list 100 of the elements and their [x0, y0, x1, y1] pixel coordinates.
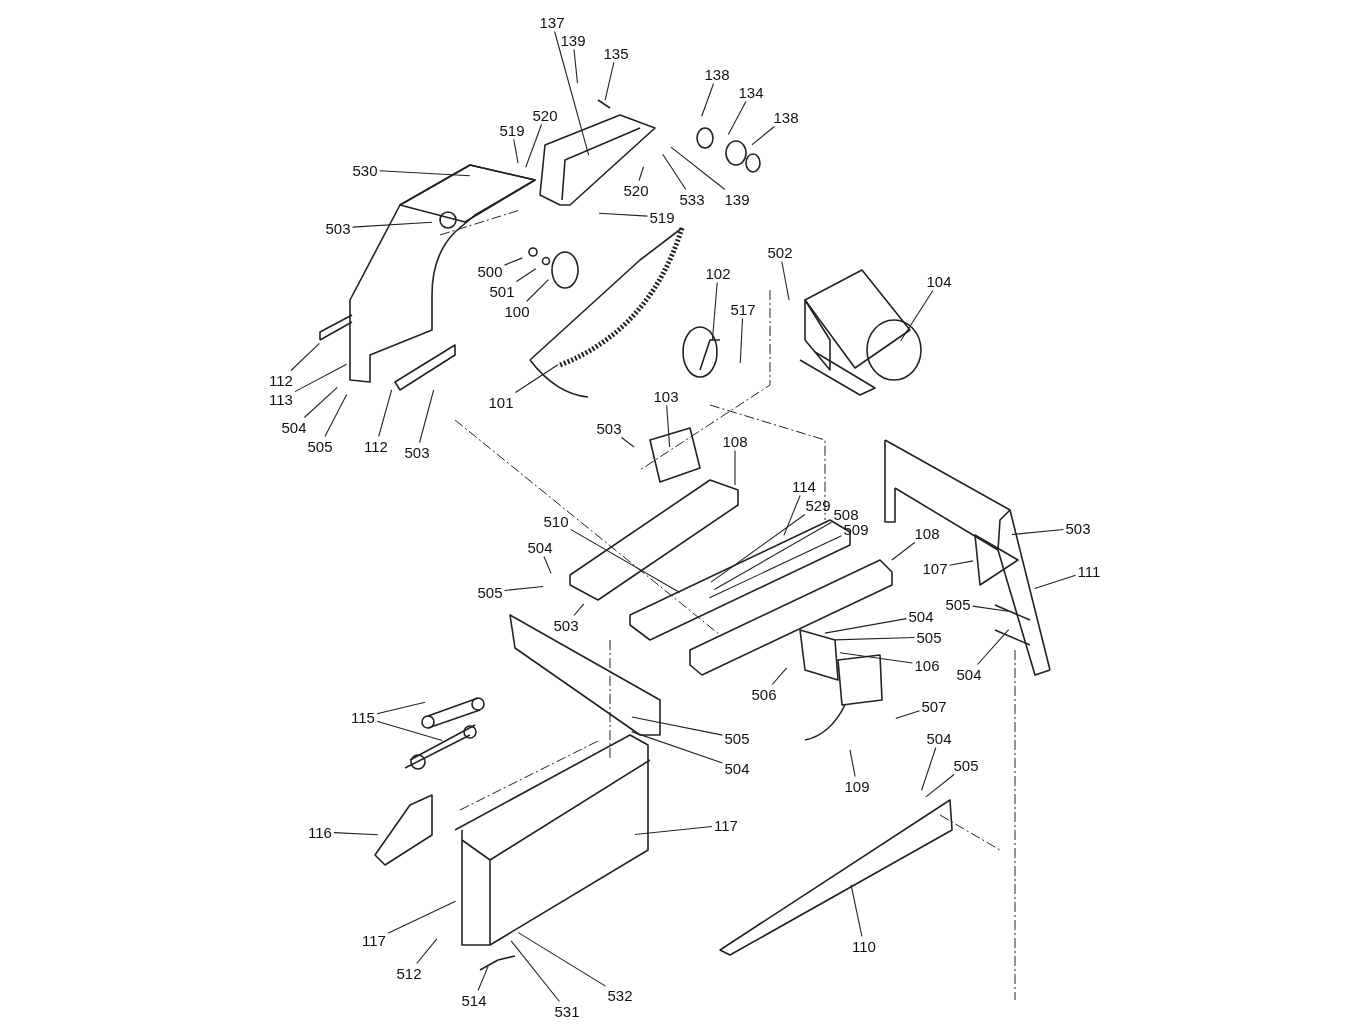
leader-line	[1034, 574, 1077, 589]
callout-number: 504	[526, 538, 554, 556]
callout-number: 501	[488, 282, 516, 300]
callout-number: 505	[476, 583, 504, 601]
leader-line	[515, 268, 537, 283]
callout-number: 108	[913, 524, 941, 542]
callout-number: 517	[729, 300, 757, 318]
callout-number: 117	[713, 816, 739, 834]
leader-line	[925, 773, 955, 798]
leader-line	[419, 389, 435, 444]
leader-line	[734, 449, 736, 486]
leader-line	[416, 938, 438, 965]
callout-number: 504	[955, 665, 983, 683]
leader-line	[666, 404, 671, 448]
leader-line	[554, 30, 590, 156]
callout-number: 509	[842, 520, 870, 538]
leader-line	[711, 281, 718, 341]
callout-number: 514	[460, 991, 488, 1009]
callout-number: 500	[476, 262, 504, 280]
leader-line	[824, 618, 908, 634]
leader-line	[290, 342, 320, 372]
leader-line	[701, 82, 715, 117]
leader-line	[503, 257, 523, 266]
callout-number: 503	[324, 219, 352, 237]
leader-line	[976, 629, 1010, 666]
callout-number: 103	[652, 387, 680, 405]
leader-line	[839, 652, 914, 664]
leader-line	[573, 48, 579, 84]
leader-line	[921, 746, 937, 791]
leader-line	[378, 389, 393, 438]
leader-line	[710, 513, 806, 583]
callout-number: 520	[531, 106, 559, 124]
callout-number: 503	[595, 419, 623, 437]
callout-number: 108	[721, 432, 749, 450]
leader-line	[727, 100, 747, 136]
callout-number: 102	[704, 264, 732, 282]
callout-number: 504	[280, 418, 308, 436]
leader-line	[708, 535, 843, 599]
callout-number: 503	[403, 443, 431, 461]
leader-line	[569, 528, 681, 594]
leader-line	[739, 317, 744, 364]
leader-line	[351, 221, 433, 228]
leader-line	[294, 363, 348, 393]
callout-number: 533	[678, 190, 706, 208]
leader-line	[670, 146, 726, 191]
leader-line	[900, 289, 934, 342]
callout-number: 505	[915, 628, 943, 646]
callout-number: 506	[750, 685, 778, 703]
callout-number: 114	[791, 477, 817, 495]
leader-line	[477, 966, 489, 992]
leader-line	[971, 605, 1009, 612]
leader-line	[387, 900, 457, 934]
leader-line	[303, 386, 338, 419]
callout-number: 520	[622, 181, 650, 199]
callout-number: 504	[907, 607, 935, 625]
leader-line	[895, 710, 921, 719]
leader-line	[543, 555, 552, 574]
callout-number: 117	[361, 931, 387, 949]
callout-number: 519	[648, 208, 676, 226]
callout-number: 508	[832, 505, 860, 523]
callout-number: 519	[498, 121, 526, 139]
leader-line	[631, 731, 724, 764]
callout-number: 505	[952, 756, 980, 774]
leader-line	[634, 825, 713, 836]
callout-number: 504	[925, 729, 953, 747]
callout-number: 512	[395, 964, 423, 982]
leader-line	[662, 153, 687, 191]
callout-number: 111	[1076, 562, 1102, 580]
leader-line	[638, 166, 644, 182]
callout-number: 530	[351, 161, 379, 179]
leader-line	[503, 585, 544, 592]
callout-number: 529	[804, 496, 832, 514]
leader-line	[378, 170, 471, 177]
callout-number: 134	[737, 83, 765, 101]
callout-number: 138	[703, 65, 731, 83]
callout-number: 113	[268, 390, 294, 408]
callout-number: 139	[723, 190, 751, 208]
leader-line	[631, 716, 724, 736]
leader-line	[514, 364, 559, 394]
callout-number: 510	[542, 512, 570, 530]
callout-number: 531	[553, 1002, 581, 1020]
leader-line	[1011, 528, 1065, 536]
leader-line	[850, 884, 863, 938]
callout-number: 504	[723, 759, 751, 777]
callout-number: 138	[772, 108, 800, 126]
leader-line	[510, 940, 560, 1003]
callout-number: 505	[723, 729, 751, 747]
leader-line	[598, 212, 649, 217]
callout-number: 112	[363, 437, 389, 455]
callout-number: 139	[559, 31, 587, 49]
leader-line	[751, 125, 775, 146]
leader-line	[713, 521, 833, 591]
callout-number: 104	[925, 272, 953, 290]
callout-number: 110	[851, 937, 877, 955]
callout-number: 106	[913, 656, 941, 674]
callout-number: 109	[843, 777, 871, 795]
leader-line	[771, 667, 788, 686]
leader-line	[525, 123, 543, 168]
callout-number: 115	[350, 708, 376, 726]
leader-line	[948, 560, 974, 566]
